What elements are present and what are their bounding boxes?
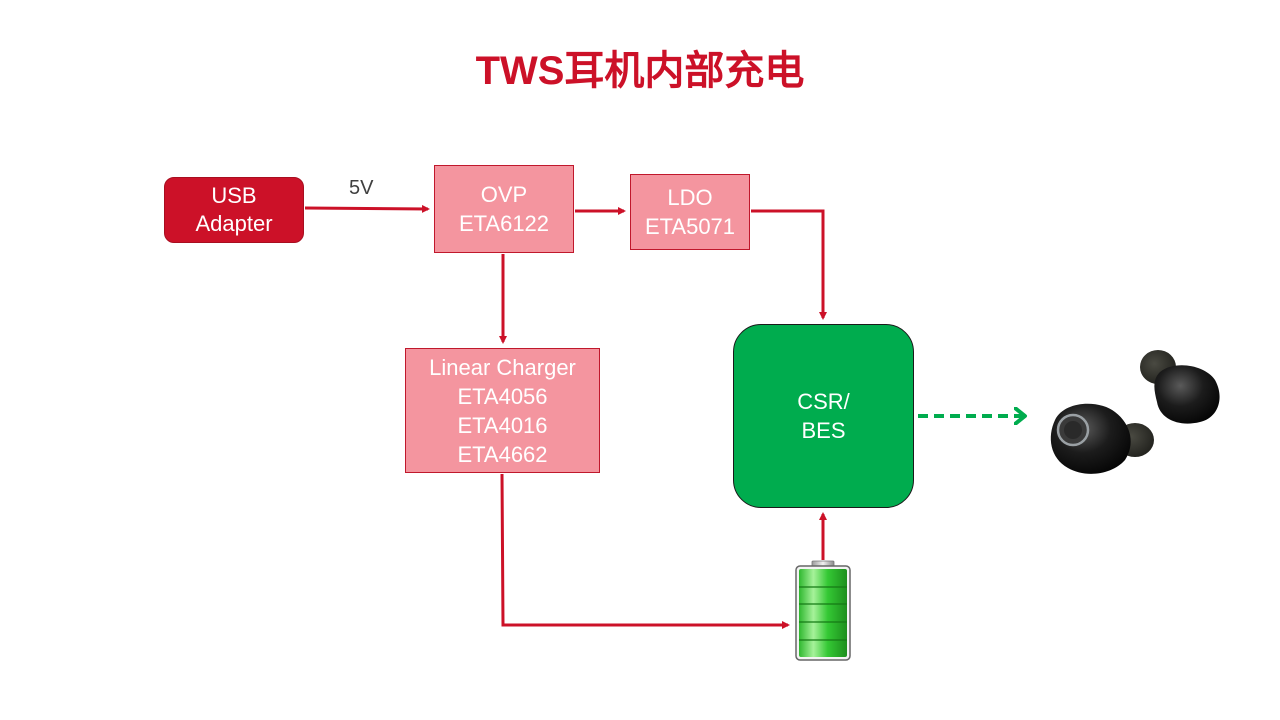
earbuds-image [1050,350,1220,474]
voltage-label: 5V [349,177,374,199]
ldo-line1: LDO [667,185,713,210]
wire-usb-to-ovp [304,204,430,213]
charger-line4: ETA4662 [457,441,548,467]
ovp-line1: OVP [480,182,528,207]
ovp-block: OVP ETA6122 [434,165,574,253]
soc-block: CSR/ BES [733,324,914,508]
wire-ldo-to-soc [751,209,827,320]
usb-adapter-line2: Adapter [195,211,273,236]
usb-adapter-block: USB Adapter [164,177,304,243]
ldo-line2: ETA5071 [644,214,736,239]
slide-title: TWS耳机内部充电 [475,49,805,93]
battery-icon [795,560,851,661]
soc-line1: CSR/ [797,389,850,414]
charger-line1: Linear Charger [429,354,576,380]
ldo-block: LDO ETA5071 [630,174,750,250]
ovp-line2: ETA6122 [458,211,550,236]
soc-line2: BES [801,418,846,443]
charger-line3: ETA4016 [457,412,548,438]
charger-line2: ETA4056 [457,383,548,409]
usb-adapter-line1: USB [211,183,257,208]
wire-charger-to-battery [500,473,790,629]
linear-charger-block: Linear Charger ETA4056 ETA4016 ETA4662 [405,348,600,473]
